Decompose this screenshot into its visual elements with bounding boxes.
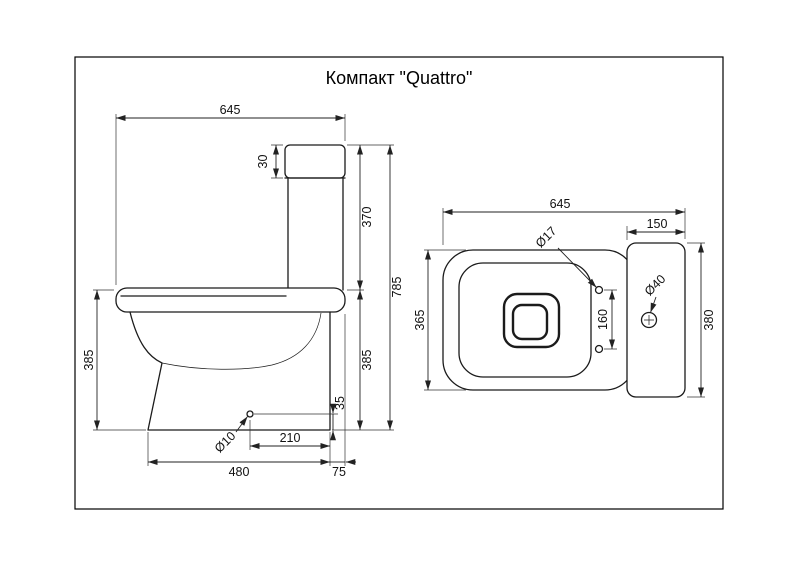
bowl-pedestal: [129, 311, 331, 431]
top-view-outline: [442, 242, 686, 398]
dim-outlet-height-group: 35: [254, 396, 347, 441]
seat: [115, 287, 346, 313]
dim-tank-height: 370: [360, 207, 374, 228]
dim-tank-depth-group: 150: [626, 217, 685, 240]
dim-rear-offset: 75: [332, 465, 346, 479]
mount-hole-top: [594, 285, 604, 295]
dim-top-depth-group: 645: [442, 197, 686, 245]
tank-lid: [284, 144, 346, 179]
dim-outlet-offset-group: 210: [249, 420, 331, 450]
tank-body: [287, 177, 344, 291]
dim-hole-spacing: 160: [596, 309, 610, 330]
dim-top-depth: 645: [550, 197, 571, 211]
side-view-outline: [115, 144, 346, 431]
dim-bowl-width: 365: [413, 310, 427, 331]
dim-bowl-width-group: 365: [413, 249, 466, 391]
dim-bowl-height-front-group: 385: [82, 289, 146, 431]
outlet-hole: [246, 410, 254, 418]
dim-bowl-height-rear-group: 385: [357, 290, 374, 430]
dim-lid-height-group: 30: [256, 144, 283, 179]
dim-tank-width-group: 380: [687, 242, 716, 398]
dim-total-height: 785: [390, 277, 404, 298]
dim-outlet-height: 35: [333, 396, 347, 410]
top-view: 645 150 365 380 160 Ø17 Ø40: [413, 197, 716, 398]
dim-outlet-offset: 210: [280, 431, 301, 445]
flush-button-crosshair: [644, 315, 654, 325]
mount-hole-bottom: [594, 344, 604, 354]
dim-base-depth-group: 480: [147, 432, 331, 479]
dim-side-width: 645: [220, 103, 241, 117]
flush-opening-outer: [502, 292, 561, 349]
drawing-title: Компакт "Quattro": [326, 68, 473, 88]
dim-side-width-group: 645: [115, 103, 346, 285]
dim-total-height-group: 785: [332, 144, 404, 431]
seat-opening: [458, 262, 592, 378]
dim-lid-height: 30: [256, 155, 270, 169]
dim-bowl-height-front: 385: [82, 350, 96, 371]
dim-hole-spacing-group: 160: [596, 289, 617, 350]
dim-tank-depth: 150: [647, 217, 668, 231]
dim-rear-offset-group: 75: [330, 314, 356, 479]
dim-base-depth: 480: [229, 465, 250, 479]
dim-tank-width: 380: [702, 310, 716, 331]
bowl-underside-line: [161, 312, 322, 370]
flush-opening-inner: [511, 303, 549, 341]
dim-bowl-height-rear: 385: [360, 350, 374, 371]
side-view: 645 30 370 385 785 385: [82, 103, 404, 479]
